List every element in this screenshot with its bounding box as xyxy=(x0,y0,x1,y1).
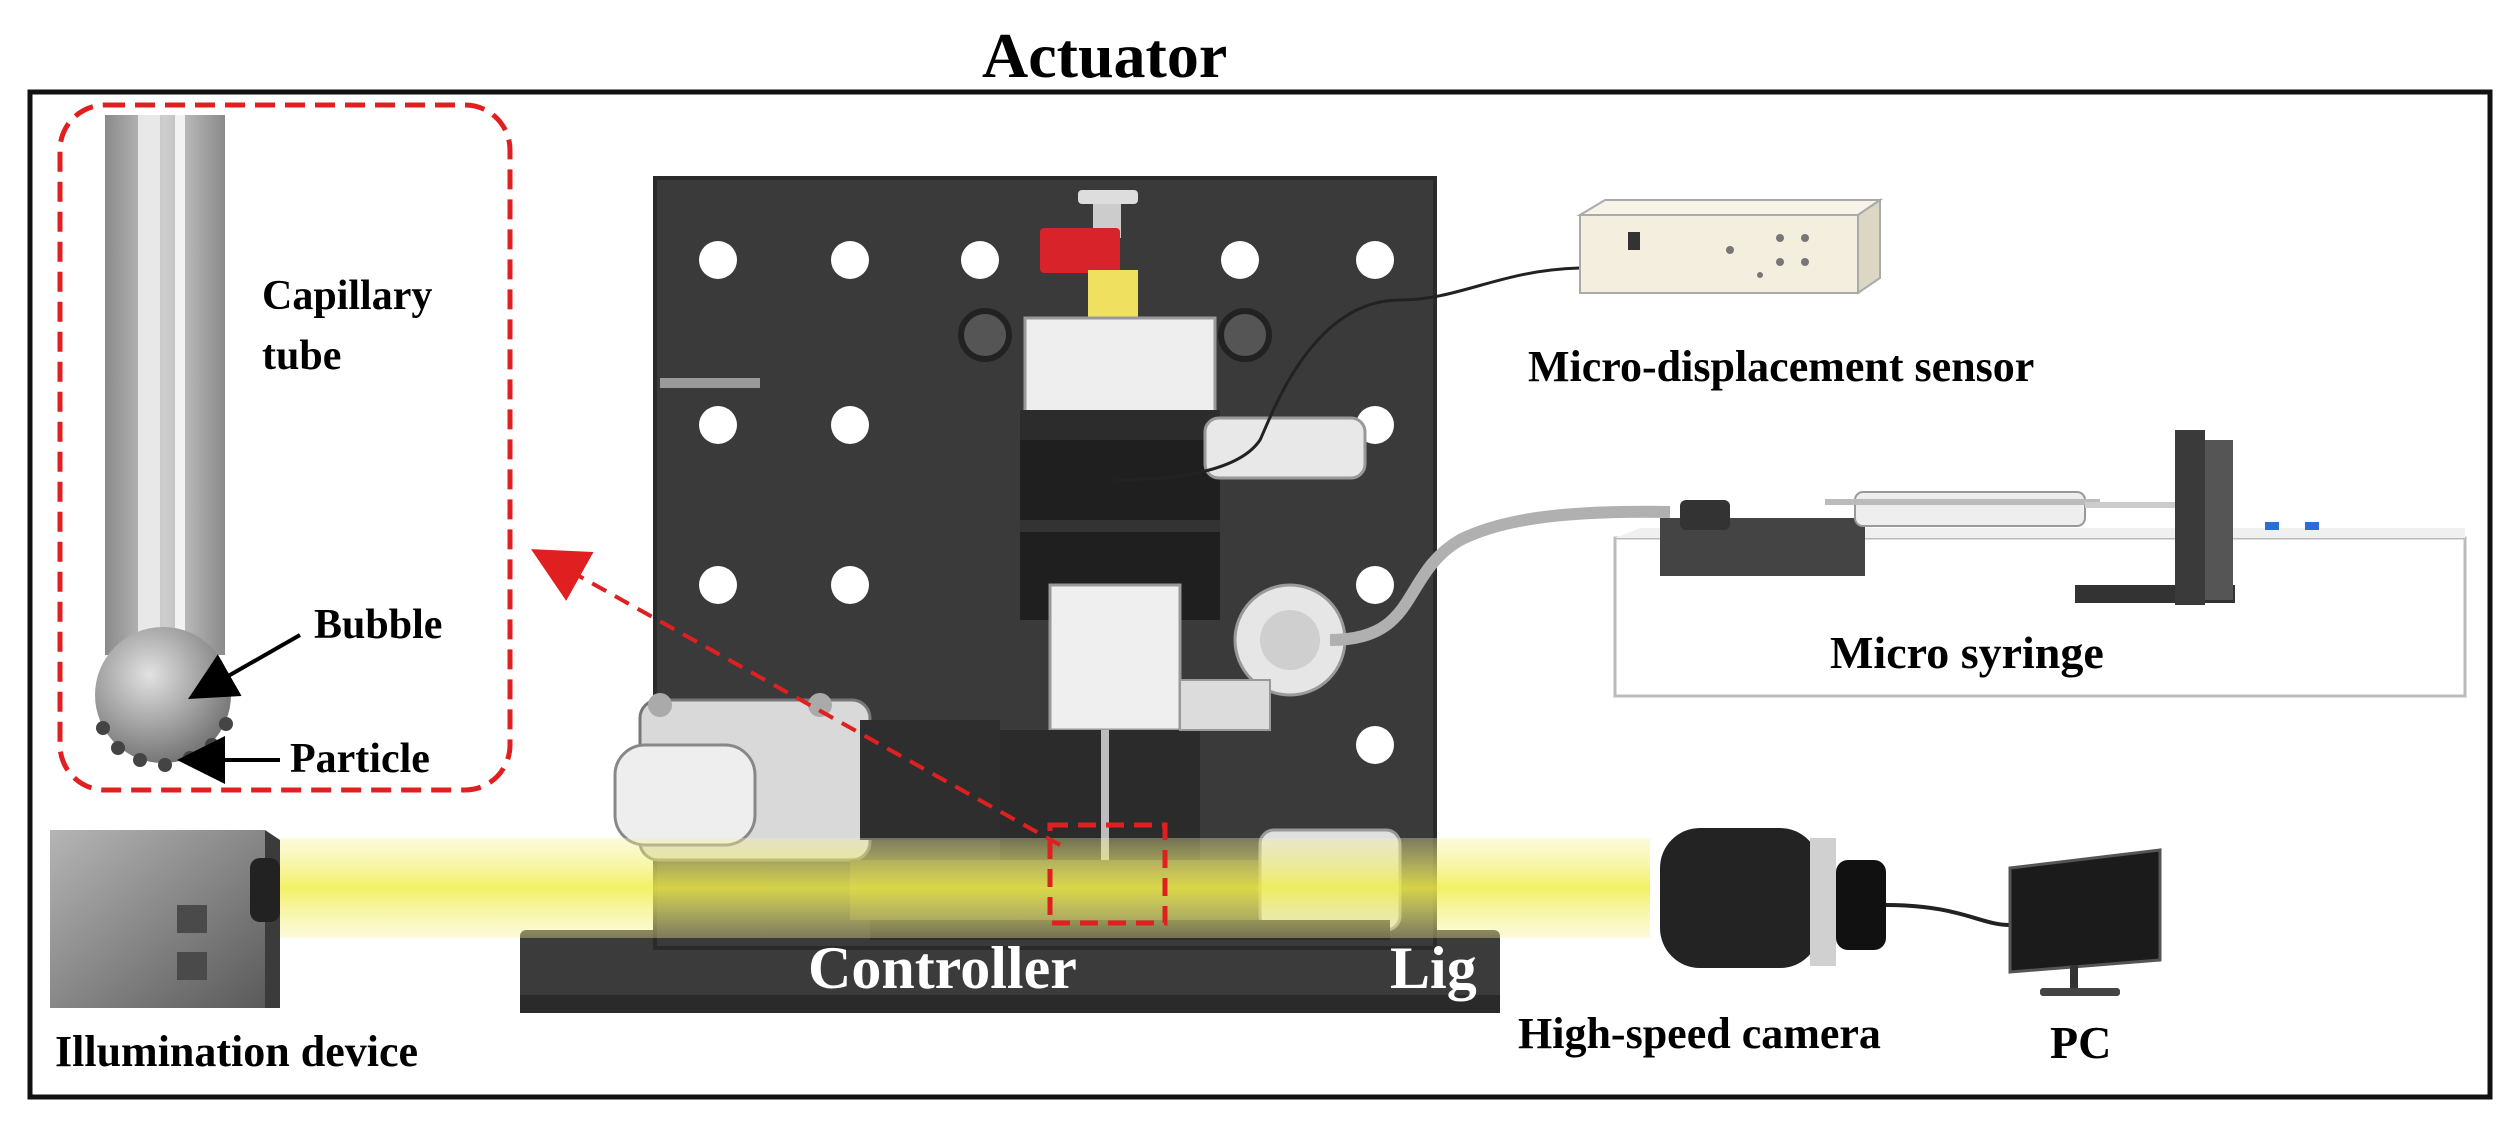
pc-label: PC xyxy=(2050,1017,2112,1068)
micro-syringe-label: Micro syringe xyxy=(1830,627,2104,678)
micro-displacement-sensor-label: Micro-displacement sensor xyxy=(1528,342,2035,391)
controller-label: Controller xyxy=(808,935,1077,1001)
left-stage xyxy=(613,693,1000,862)
high-speed-camera-label: High-speed camera xyxy=(1518,1009,1881,1058)
micro-syringe-device xyxy=(1613,430,2467,698)
red-knob xyxy=(1040,228,1120,273)
light-beam xyxy=(275,838,1650,938)
sample-region-callout xyxy=(1047,822,1168,926)
capillary-tube-drawing xyxy=(95,115,233,772)
high-speed-camera-device xyxy=(1660,828,2011,968)
bubble-pointer-arrow xyxy=(188,633,301,699)
callout-arrow xyxy=(531,549,1061,847)
particle-label: Particle xyxy=(290,736,430,782)
illumination-device-label: Illumination device xyxy=(55,1027,419,1076)
micro-displacement-sensor-device xyxy=(1576,198,1884,295)
outer-frame xyxy=(27,89,2493,1100)
bubble-label: Bubble xyxy=(314,602,443,648)
light-label: Lig xyxy=(1390,935,1477,1001)
syringe-tubing xyxy=(1329,505,1671,646)
capillary-tube-label-line2: tube xyxy=(262,333,342,379)
capillary-tube-label-line1: Capillary xyxy=(262,273,433,319)
illumination-device-box xyxy=(50,830,280,1008)
diagram-title: Actuator xyxy=(982,20,1228,91)
pc-monitor xyxy=(2008,848,2162,996)
sensor-cable xyxy=(1114,266,1581,482)
